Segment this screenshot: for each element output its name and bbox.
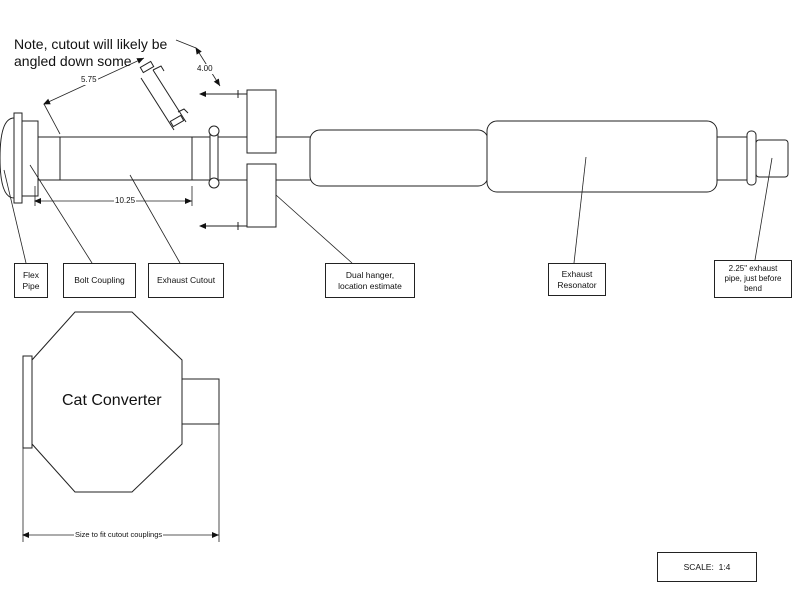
cutout-note: Note, cutout will likely be angled down … (14, 36, 167, 70)
label-pipe-line-2: pipe, just before (724, 274, 782, 283)
label-dual-hanger-line-2: location estimate (338, 280, 402, 291)
leader-pipe (754, 157, 773, 261)
leader-bolt (29, 164, 93, 264)
cutout-note-line-2: angled down some (14, 53, 132, 69)
pipe-expansion (309, 129, 489, 187)
bolt-coupling-flange (21, 120, 39, 197)
label-resonator-line-1: Exhaust (561, 268, 593, 279)
dim-converter-size: Size to fit cutout couplings (74, 530, 164, 540)
label-pipe-line-3: bend (744, 284, 762, 293)
dim-angled-length: 5.75 (80, 75, 98, 85)
scale-label: SCALE: (683, 562, 714, 572)
flex-flange (13, 112, 23, 204)
cat-converter-outlet (181, 378, 220, 425)
resonator-body (486, 120, 718, 193)
label-dual-hanger: Dual hanger, location estimate (325, 263, 415, 298)
dim-angled-width: 4.00 (196, 64, 214, 74)
hanger-bottom (246, 163, 277, 228)
leader-flex (3, 169, 27, 264)
label-flex-pipe-line-1: Flex (22, 269, 40, 280)
scale-box: SCALE: 1:4 (657, 552, 757, 582)
dim-cutout-length: 10.25 (114, 196, 137, 206)
scale-value: 1:4 (718, 562, 731, 572)
leader-hanger (275, 194, 353, 264)
label-flex-pipe-line-2: Pipe (22, 280, 40, 291)
angled-cutout-sketch (139, 60, 189, 131)
flex-pipe-end (0, 117, 15, 199)
leader-cutout (129, 174, 181, 264)
pipe-ring (746, 130, 757, 186)
exhaust-cutout-body (59, 136, 193, 181)
cat-converter-label: Cat Converter (62, 392, 162, 409)
clamp-bolt-bottom (208, 177, 220, 189)
pipe-collar (716, 136, 750, 181)
label-exhaust-cutout: Exhaust Cutout (148, 263, 224, 298)
label-resonator-line-2: Resonator (557, 279, 597, 290)
label-exhaust-pipe: 2.25" exhaust pipe, just before bend (714, 260, 792, 298)
label-exhaust-resonator: Exhaust Resonator (548, 263, 606, 296)
label-pipe-line-1: 2.25" exhaust (728, 264, 778, 273)
label-flex-pipe: Flex Pipe (14, 263, 48, 298)
label-dual-hanger-line-1: Dual hanger, (345, 269, 395, 280)
hanger-top (246, 89, 277, 154)
leader-resonator (573, 156, 587, 264)
cat-converter-flange (22, 355, 33, 449)
cutout-note-line-1: Note, cutout will likely be (14, 36, 168, 52)
clamp-bolt-top (208, 125, 220, 137)
label-bolt-coupling: Bolt Coupling (63, 263, 136, 298)
